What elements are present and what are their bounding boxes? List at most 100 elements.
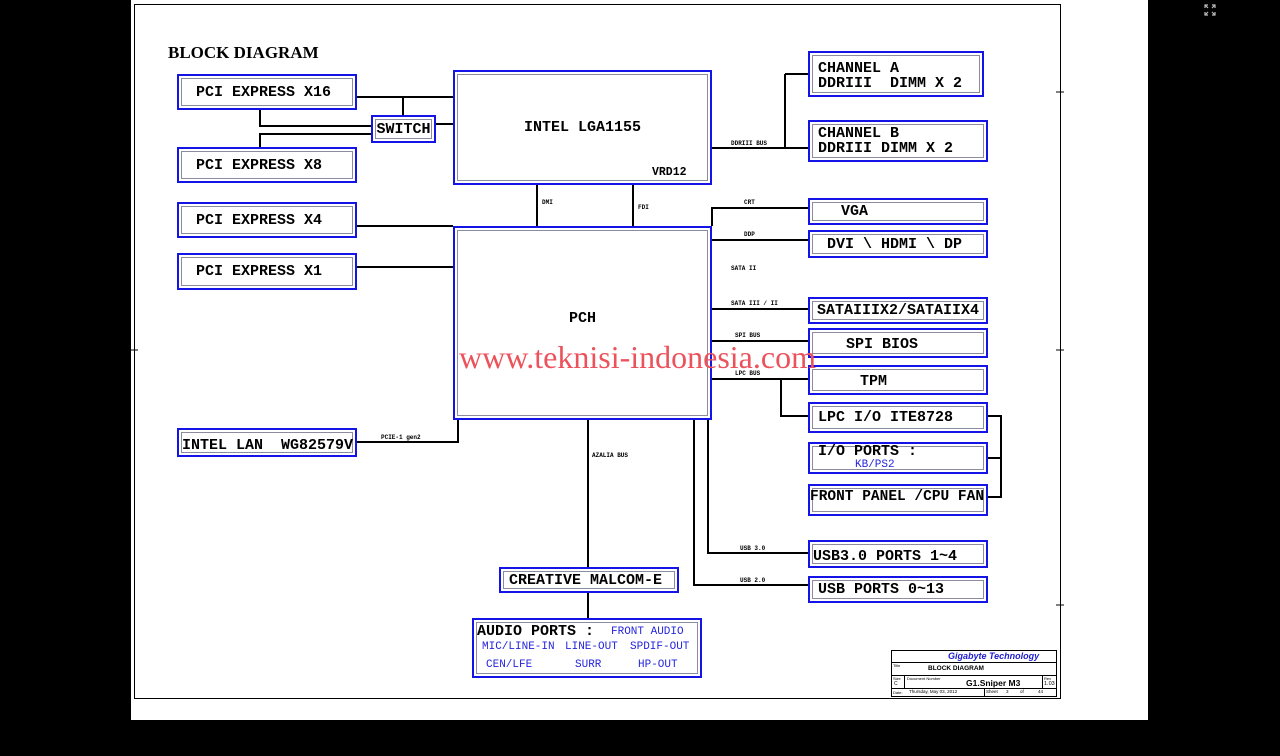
bus-label-fdi: FDI — [638, 204, 649, 211]
lan-label: INTEL LAN WG82579V — [182, 437, 354, 454]
title-block-rev: 1.03 — [1044, 681, 1055, 687]
title-block-sheet-label: Sheet — [986, 689, 998, 694]
audio-port-item: CEN/LFE — [486, 659, 533, 671]
diagram-title: BLOCK DIAGRAM — [168, 43, 319, 62]
pcie-x1-block: PCI EXPRESS X1 — [177, 253, 357, 290]
io-ports-detail: KB/PS2 — [855, 459, 895, 471]
title-block-sheet-total: 44 — [1038, 689, 1044, 694]
audio-port-item: HP-OUT — [638, 659, 678, 671]
audio-codec-block: CREATIVE MALCOM-E — [499, 567, 679, 593]
title-block-size: C — [894, 681, 898, 687]
audio-codec-label: CREATIVE MALCOM-E — [509, 571, 663, 589]
bus-label-lpc: LPC BUS — [735, 370, 761, 377]
front-panel-label: FRONT PANEL /CPU FAN — [810, 489, 985, 505]
audio-port-item: SPDIF-OUT — [630, 641, 690, 653]
pcie-x16-label: PCI EXPRESS X16 — [196, 83, 332, 101]
bus-label-sata: SATA III / II — [731, 300, 778, 307]
cpu-vrm-label: VRD12 — [652, 166, 687, 179]
channel-a-block: CHANNEL A DDRIII DIMM X 2 — [808, 51, 984, 97]
audio-port-item: MIC/LINE-IN — [482, 641, 555, 653]
channel-b-dimm: DDRIII DIMM X 2 — [818, 140, 954, 157]
cpu-label: INTEL LGA1155 — [523, 119, 642, 136]
bus-label-azalia: AZALIA BUS — [592, 452, 629, 459]
tpm-block: TPM — [808, 365, 988, 395]
wire-pcie-x16-to-switch — [259, 110, 371, 127]
lan-block: INTEL LAN WG82579V — [177, 428, 357, 457]
bus-label-crt: CRT — [744, 199, 755, 206]
bus-label-dmi: DMI — [542, 199, 553, 206]
usb2-block: USB PORTS 0~13 — [808, 576, 988, 603]
title-block-document-label: Document Number — [907, 676, 941, 681]
display-outputs-label: DVI \ HDMI \ DP — [827, 235, 963, 253]
title-block-of-label: of — [1020, 689, 1024, 694]
bus-label-sata2: SATA II — [731, 265, 757, 272]
sata-block: SATAIIIX2/SATAIIX4 — [808, 297, 988, 324]
usb3-block: USB3.0 PORTS 1~4 — [808, 540, 988, 568]
title-block-grid — [892, 662, 1056, 696]
switch-block: SWITCH — [371, 115, 436, 143]
wire-lpc-io-bracket — [988, 415, 1002, 498]
watermark-text: www.teknisi-indonesia.com — [459, 339, 816, 375]
channel-b-name: CHANNEL B — [818, 125, 900, 142]
display-outputs-block: DVI \ HDMI \ DP — [808, 230, 988, 258]
pch-label: PCH — [568, 309, 596, 327]
title-block-rev-label: Rev — [1044, 676, 1052, 681]
title-block-date: Thursday, May 03, 2012 — [909, 689, 958, 694]
bus-label-ddp: DDP — [744, 231, 755, 238]
sata-label: SATAIIIX2/SATAIIX4 — [817, 302, 980, 319]
usb3-label: USB3.0 PORTS 1~4 — [813, 547, 958, 565]
pcie-x8-block: PCI EXPRESS X8 — [177, 147, 357, 183]
title-block-sheet: 3 — [1006, 689, 1009, 694]
audio-ports-label: AUDIO PORTS : — [477, 623, 595, 640]
connection-wires — [131, 4, 1064, 699]
title-block-document: G1.Sniper M3 — [966, 678, 1021, 688]
pcie-x16-block: PCI EXPRESS X16 — [177, 74, 357, 110]
pcie-x1-label: PCI EXPRESS X1 — [196, 263, 323, 280]
drawing-frame — [134, 4, 1061, 699]
audio-port-item: LINE-OUT — [565, 641, 618, 653]
pch-block: PCH — [453, 226, 712, 420]
title-block-size-label: Size — [893, 676, 901, 681]
bus-label-usb3: USB 3.0 — [740, 545, 766, 552]
vga-label: VGA — [841, 203, 869, 220]
bus-label-usb2: USB 2.0 — [740, 577, 766, 584]
cpu-block: INTEL LGA1155 VRD12 — [453, 70, 712, 185]
vga-block: VGA — [808, 198, 988, 225]
pcie-x8-label: PCI EXPRESS X8 — [196, 156, 323, 174]
wire-usb2 — [693, 420, 808, 586]
front-panel-block: FRONT PANEL /CPU FAN — [808, 484, 988, 516]
spi-bios-label: SPI BIOS — [846, 336, 919, 353]
wire-lpc — [712, 378, 808, 417]
io-ports-block: I/O PORTS : KB/PS2 — [808, 442, 988, 474]
spi-bios-block: SPI BIOS — [808, 328, 988, 358]
audio-ports-block: AUDIO PORTS : FRONT AUDIO MIC/LINE-IN LI… — [472, 618, 702, 678]
tpm-label: TPM — [860, 373, 888, 390]
title-block: Gigabyte Technology Title BLOCK DIAGRAM … — [891, 650, 1057, 697]
lpc-io-block: LPC I/O ITE8728 — [808, 402, 988, 433]
wire-usb3 — [707, 420, 808, 554]
title-block-title: BLOCK DIAGRAM — [928, 665, 984, 672]
channel-b-block: CHANNEL B DDRIII DIMM X 2 — [808, 120, 988, 162]
pcie-x4-label: PCI EXPRESS X4 — [196, 211, 323, 229]
usb2-label: USB PORTS 0~13 — [818, 581, 945, 598]
wire-crt — [711, 207, 808, 226]
wire-pcie-x8-to-switch — [259, 133, 371, 147]
bus-label-ddr: DDRIII BUS — [731, 140, 768, 147]
lpc-io-label: LPC I/O ITE8728 — [818, 409, 954, 426]
channel-a-name: CHANNEL A — [818, 59, 900, 77]
fullscreen-icon[interactable] — [1204, 3, 1216, 16]
fullscreen-icon-graphic — [1204, 4, 1216, 16]
io-ports-label: I/O PORTS : — [818, 443, 918, 460]
channel-a-dimm: DDRIII DIMM X 2 — [818, 74, 963, 92]
bus-label-pcie-lan: PCIE-1 gen2 — [381, 434, 421, 441]
title-block-company: Gigabyte Technology — [948, 651, 1040, 661]
switch-label: SWITCH — [376, 120, 431, 138]
audio-port-item: SURR — [575, 659, 602, 671]
audio-port-item: FRONT AUDIO — [611, 626, 684, 638]
wire-ddr-bus — [712, 73, 808, 149]
pcie-x4-block: PCI EXPRESS X4 — [177, 202, 357, 238]
title-block-title-label: Title — [893, 663, 901, 668]
wire-lan — [357, 420, 459, 443]
bus-label-spi: SPI BUS — [735, 332, 761, 339]
title-block-date-label: Date: — [893, 689, 903, 695]
